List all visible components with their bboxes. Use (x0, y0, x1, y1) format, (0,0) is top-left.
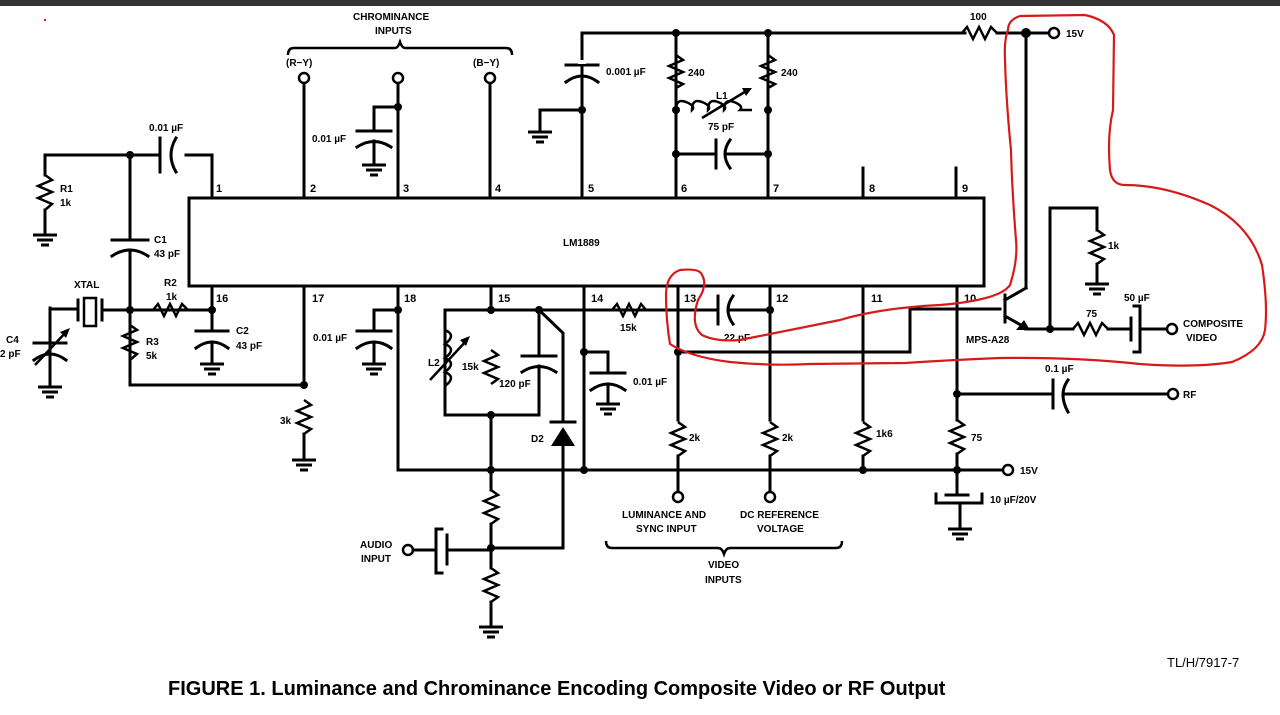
r-pin12-label: 2k (782, 433, 794, 444)
r1-name: R1 (60, 184, 73, 195)
c-pin14-label: 0.01 µF (633, 377, 667, 388)
figure-caption: FIGURE 1. Luminance and Chrominance Enco… (168, 678, 946, 700)
l2-label: L2 (428, 358, 440, 369)
pin-6: 6 (681, 183, 687, 195)
pin-14: 14 (591, 293, 604, 305)
bottom-pin-leads (210, 284, 959, 472)
r-pin17-label: 3k (280, 416, 292, 427)
r2-value: 1k (166, 292, 178, 303)
transistor-label: MPS-A28 (966, 335, 1010, 346)
c2-value: 43 pF (236, 341, 262, 352)
c4-name: C4 (6, 335, 19, 346)
pin15-14-network (429, 301, 680, 550)
pin-5: 5 (588, 183, 594, 195)
l1-label: L1 (716, 91, 728, 102)
c2-name: C2 (236, 326, 249, 337)
video-inputs-title-2: INPUTS (705, 575, 742, 586)
c1-value: 43 pF (154, 249, 180, 260)
top-pin-leads (210, 31, 958, 200)
pin-7: 7 (773, 183, 779, 195)
pin-3: 3 (403, 183, 409, 195)
pin-8: 8 (869, 183, 875, 195)
red-dot-mark (43, 18, 47, 22)
r3-value: 5k (146, 351, 158, 362)
output-stage (1002, 31, 1179, 354)
d2-label: D2 (531, 434, 544, 445)
luminance-label-2: SYNC INPUT (636, 524, 697, 535)
r2-name: R2 (164, 278, 177, 289)
pin-11: 11 (871, 293, 883, 305)
c4-value: 2 pF (0, 349, 21, 360)
window-top-bar (0, 0, 1280, 6)
c-l1-label: 75 pF (708, 122, 734, 133)
c-pin13-label: 22 pF (724, 333, 750, 344)
rf-output-network (934, 377, 1180, 541)
c-out-label: 50 µF (1124, 293, 1150, 304)
terminal-r-minus-y: (R−Y) (286, 58, 312, 69)
c1-name: C1 (154, 235, 167, 246)
audio-input-label-1: AUDIO (360, 540, 392, 551)
terminal-b-minus-y: (B−Y) (473, 58, 499, 69)
r-pin6-label: 240 (688, 68, 705, 79)
pin-numbers-top: 1 2 3 4 5 6 7 8 9 (216, 183, 968, 195)
c-rf-label: 0.1 µF (1045, 364, 1074, 375)
c-pin15-label: 120 pF (499, 379, 531, 390)
pin-2: 2 (310, 183, 316, 195)
xtal-label: XTAL (74, 280, 99, 291)
pin-17: 17 (312, 293, 324, 305)
pin-9: 9 (962, 183, 968, 195)
chrominance-inputs (286, 38, 514, 177)
terminal-15v-bottom: 15V (1020, 466, 1038, 477)
red-annotation-outline (664, 13, 1268, 367)
r-pin11-label: 1k6 (876, 429, 893, 440)
rf-terminal-label: RF (1183, 390, 1196, 401)
composite-video-label-1: COMPOSITE (1183, 319, 1243, 330)
r-supply-label: 100 (970, 12, 987, 23)
chrominance-title-1: CHROMINANCE (353, 12, 429, 23)
pin-16: 16 (216, 293, 228, 305)
pin-15: 15 (498, 293, 510, 305)
audio-input-label-2: INPUT (361, 554, 391, 565)
composite-video-label-2: VIDEO (1186, 333, 1217, 344)
video-inputs-title-1: VIDEO (708, 560, 739, 571)
r3-name: R3 (146, 337, 159, 348)
c-bypass-label: 10 µF/20V (990, 495, 1037, 506)
pin-13: 13 (684, 293, 696, 305)
r-pin10-label: 75 (971, 433, 983, 444)
ic-label: LM1889 (563, 238, 600, 249)
pin1-network (31, 135, 308, 389)
pin-numbers-bottom: 16 17 18 15 14 13 12 11 10 (216, 293, 976, 305)
c-pin5-label: 0.001 µF (606, 67, 646, 78)
r-pin15-label: 15k (462, 362, 479, 373)
c-pin1-label: 0.01 µF (149, 123, 183, 134)
r-emitter-label: 1k (1108, 241, 1120, 252)
terminal-15v-top: 15V (1066, 29, 1084, 40)
r-out-label: 75 (1086, 309, 1098, 320)
pin-10: 10 (964, 293, 976, 305)
dc-reference-label-1: DC REFERENCE (740, 510, 819, 521)
pin-12: 12 (776, 293, 788, 305)
audio-input-network (401, 468, 565, 639)
c-pin17-label: 0.01 µF (313, 333, 347, 344)
pin13-12-11-network (604, 293, 1002, 558)
c-pin3-label: 0.01 µF (312, 134, 346, 145)
pin-1: 1 (216, 183, 222, 195)
ic-lm1889 (187, 196, 986, 288)
chrominance-title-2: INPUTS (375, 26, 412, 37)
pin-4: 4 (495, 183, 502, 195)
r-pin14-label: 15k (620, 323, 637, 334)
r1-value: 1k (60, 198, 72, 209)
figure-reference: TL/H/7917-7 (1167, 655, 1239, 670)
dc-reference-label-2: VOLTAGE (757, 524, 804, 535)
supply-network (526, 24, 1061, 171)
pin-18: 18 (404, 293, 416, 305)
oscillator-network (31, 296, 231, 399)
r-pin7-label: 240 (781, 68, 798, 79)
r-pin13-label: 2k (689, 433, 701, 444)
luminance-label-1: LUMINANCE AND (622, 510, 706, 521)
